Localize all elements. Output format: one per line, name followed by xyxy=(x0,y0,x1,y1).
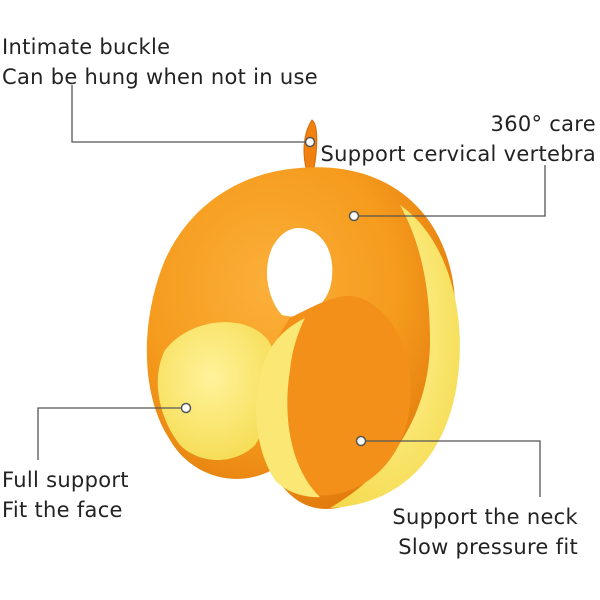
callout-care: 360° care Support cervical vertebra xyxy=(321,109,596,169)
callout-buckle: Intimate buckle Can be hung when not in … xyxy=(2,32,318,92)
callout-neck: Support the neck Slow pressure fit xyxy=(392,502,578,562)
callout-face-line2: Fit the face xyxy=(2,498,123,522)
leader-line-neck xyxy=(361,440,541,497)
marker-dots xyxy=(180,136,367,447)
callout-face: Full support Fit the face xyxy=(2,465,129,525)
callout-neck-line1: Support the neck xyxy=(392,505,578,529)
leader-line-buckle xyxy=(71,85,310,143)
marker-dot-neck xyxy=(355,435,367,447)
leader-line-face xyxy=(37,407,186,460)
pillow-right-panel xyxy=(330,205,460,508)
leader-lines xyxy=(37,85,546,497)
marker-dot-care xyxy=(348,210,360,222)
pillow-front-lobe xyxy=(260,296,411,496)
callout-buckle-line1: Intimate buckle xyxy=(2,35,171,59)
callout-neck-line2: Slow pressure fit xyxy=(398,535,578,559)
pillow-front-strip xyxy=(256,318,320,498)
marker-dot-buckle xyxy=(304,136,316,148)
marker-dot-face xyxy=(180,402,192,414)
leader-line-care xyxy=(354,165,546,217)
pillow-left-panel xyxy=(157,322,277,460)
pillow-hole xyxy=(267,228,333,317)
callout-care-line1: 360° care xyxy=(490,112,596,136)
callout-buckle-line2: Can be hung when not in use xyxy=(2,65,318,89)
callout-face-line1: Full support xyxy=(2,468,129,492)
callout-care-line2: Support cervical vertebra xyxy=(320,142,596,166)
